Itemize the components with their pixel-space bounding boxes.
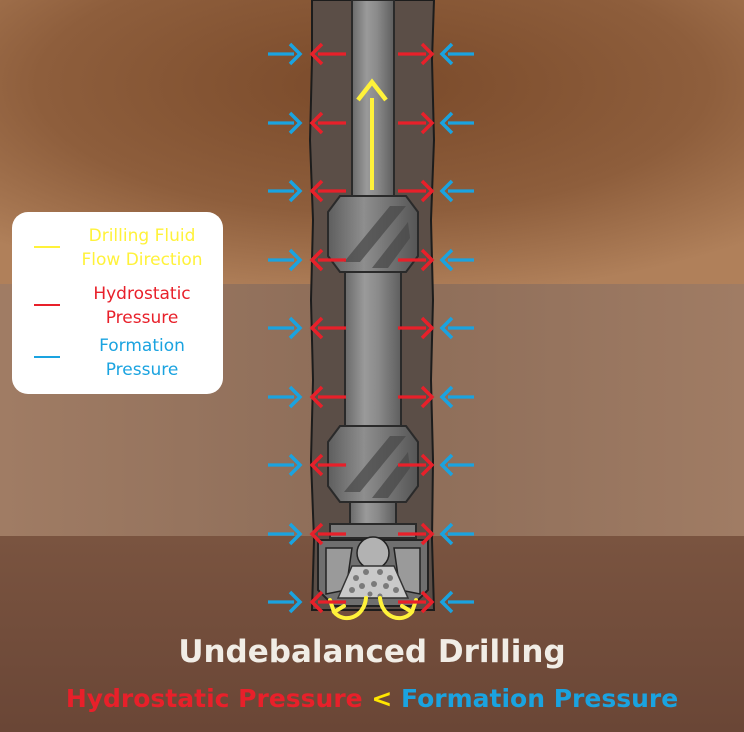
formation-pressure-arrow-left [268, 385, 303, 409]
formation-pressure-arrow-right [439, 385, 474, 409]
formation-pressure-arrow-right [439, 590, 474, 614]
drill-bit-center [356, 536, 390, 570]
hydrostatic-pressure-arrow-right [398, 248, 435, 272]
formation-pressure-arrow-right [439, 42, 474, 66]
hydrostatic-swatch [34, 304, 60, 306]
legend: Drilling Fluid Flow Direction Hydrostati… [12, 212, 223, 394]
joint-lower-groove [344, 436, 410, 498]
hydrostatic-label: Hydrostatic Pressure [93, 284, 191, 328]
less-than-operator: < [371, 684, 393, 713]
pressure-relation: Hydrostatic Pressure < Formation Pressur… [0, 684, 744, 713]
formation-pressure-arrow-right [439, 316, 474, 340]
formation-label: Formation Pressure [99, 336, 185, 380]
hydrostatic-pressure-arrow-right [398, 42, 435, 66]
hydrostatic-pressure-arrow-left [309, 111, 346, 135]
formation-swatch [34, 356, 60, 358]
hydrostatic-pressure-arrow-right [398, 111, 435, 135]
hydrostatic-pressure-arrow-left [309, 316, 346, 340]
hydrostatic-term: Hydrostatic Pressure [65, 684, 363, 713]
hydrostatic-pressure-arrow-right [398, 316, 435, 340]
formation-pressure-arrow-right [439, 248, 474, 272]
drilling-fluid-swatch [34, 246, 60, 248]
pressure-arrows [268, 42, 474, 614]
formation-pressure-arrow-left [268, 316, 303, 340]
legend-item-formation: Formation Pressure [12, 334, 223, 384]
hydrostatic-pressure-arrow-left [309, 453, 346, 477]
drill-pipe-lower [344, 271, 402, 429]
hydrostatic-pressure-arrow-right [398, 179, 435, 203]
hydrostatic-pressure-arrow-right [398, 385, 435, 409]
drilling-fluid-label: Drilling Fluid Flow Direction [81, 226, 203, 270]
formation-pressure-arrow-left [268, 248, 303, 272]
bit-collar [329, 523, 417, 539]
hydrostatic-pressure-arrow-right [398, 522, 435, 546]
hydrostatic-pressure-arrow-left [309, 385, 346, 409]
hydrostatic-pressure-arrow-right [398, 590, 435, 614]
hydrostatic-pressure-arrow-left [309, 42, 346, 66]
joint-upper-groove [344, 206, 410, 268]
fluid-flow-arrow-up [356, 78, 388, 190]
formation-pressure-arrow-left [268, 179, 303, 203]
formation-pressure-arrow-right [439, 522, 474, 546]
drill-bit-cutters [349, 569, 399, 599]
formation-pressure-arrow-left [268, 453, 303, 477]
hydrostatic-pressure-arrow-left [309, 248, 346, 272]
formation-pressure-arrow-right [439, 453, 474, 477]
legend-item-hydrostatic: Hydrostatic Pressure [12, 282, 223, 332]
formation-pressure-arrow-left [268, 590, 303, 614]
bit-sub [349, 501, 397, 527]
hydrostatic-pressure-arrow-left [309, 522, 346, 546]
legend-item-drilling-fluid: Drilling Fluid Flow Direction [12, 224, 223, 274]
formation-term: Formation Pressure [401, 684, 679, 713]
hydrostatic-pressure-arrow-left [309, 179, 346, 203]
diagram-title: Undebalanced Drilling [178, 634, 566, 670]
formation-pressure-arrow-right [439, 179, 474, 203]
formation-pressure-arrow-right [439, 111, 474, 135]
formation-pressure-arrow-left [268, 42, 303, 66]
formation-pressure-arrow-left [268, 522, 303, 546]
drilling-fluid-flow [328, 78, 418, 621]
hydrostatic-pressure-arrow-left [309, 590, 346, 614]
formation-pressure-arrow-left [268, 111, 303, 135]
hydrostatic-pressure-arrow-right [398, 453, 435, 477]
